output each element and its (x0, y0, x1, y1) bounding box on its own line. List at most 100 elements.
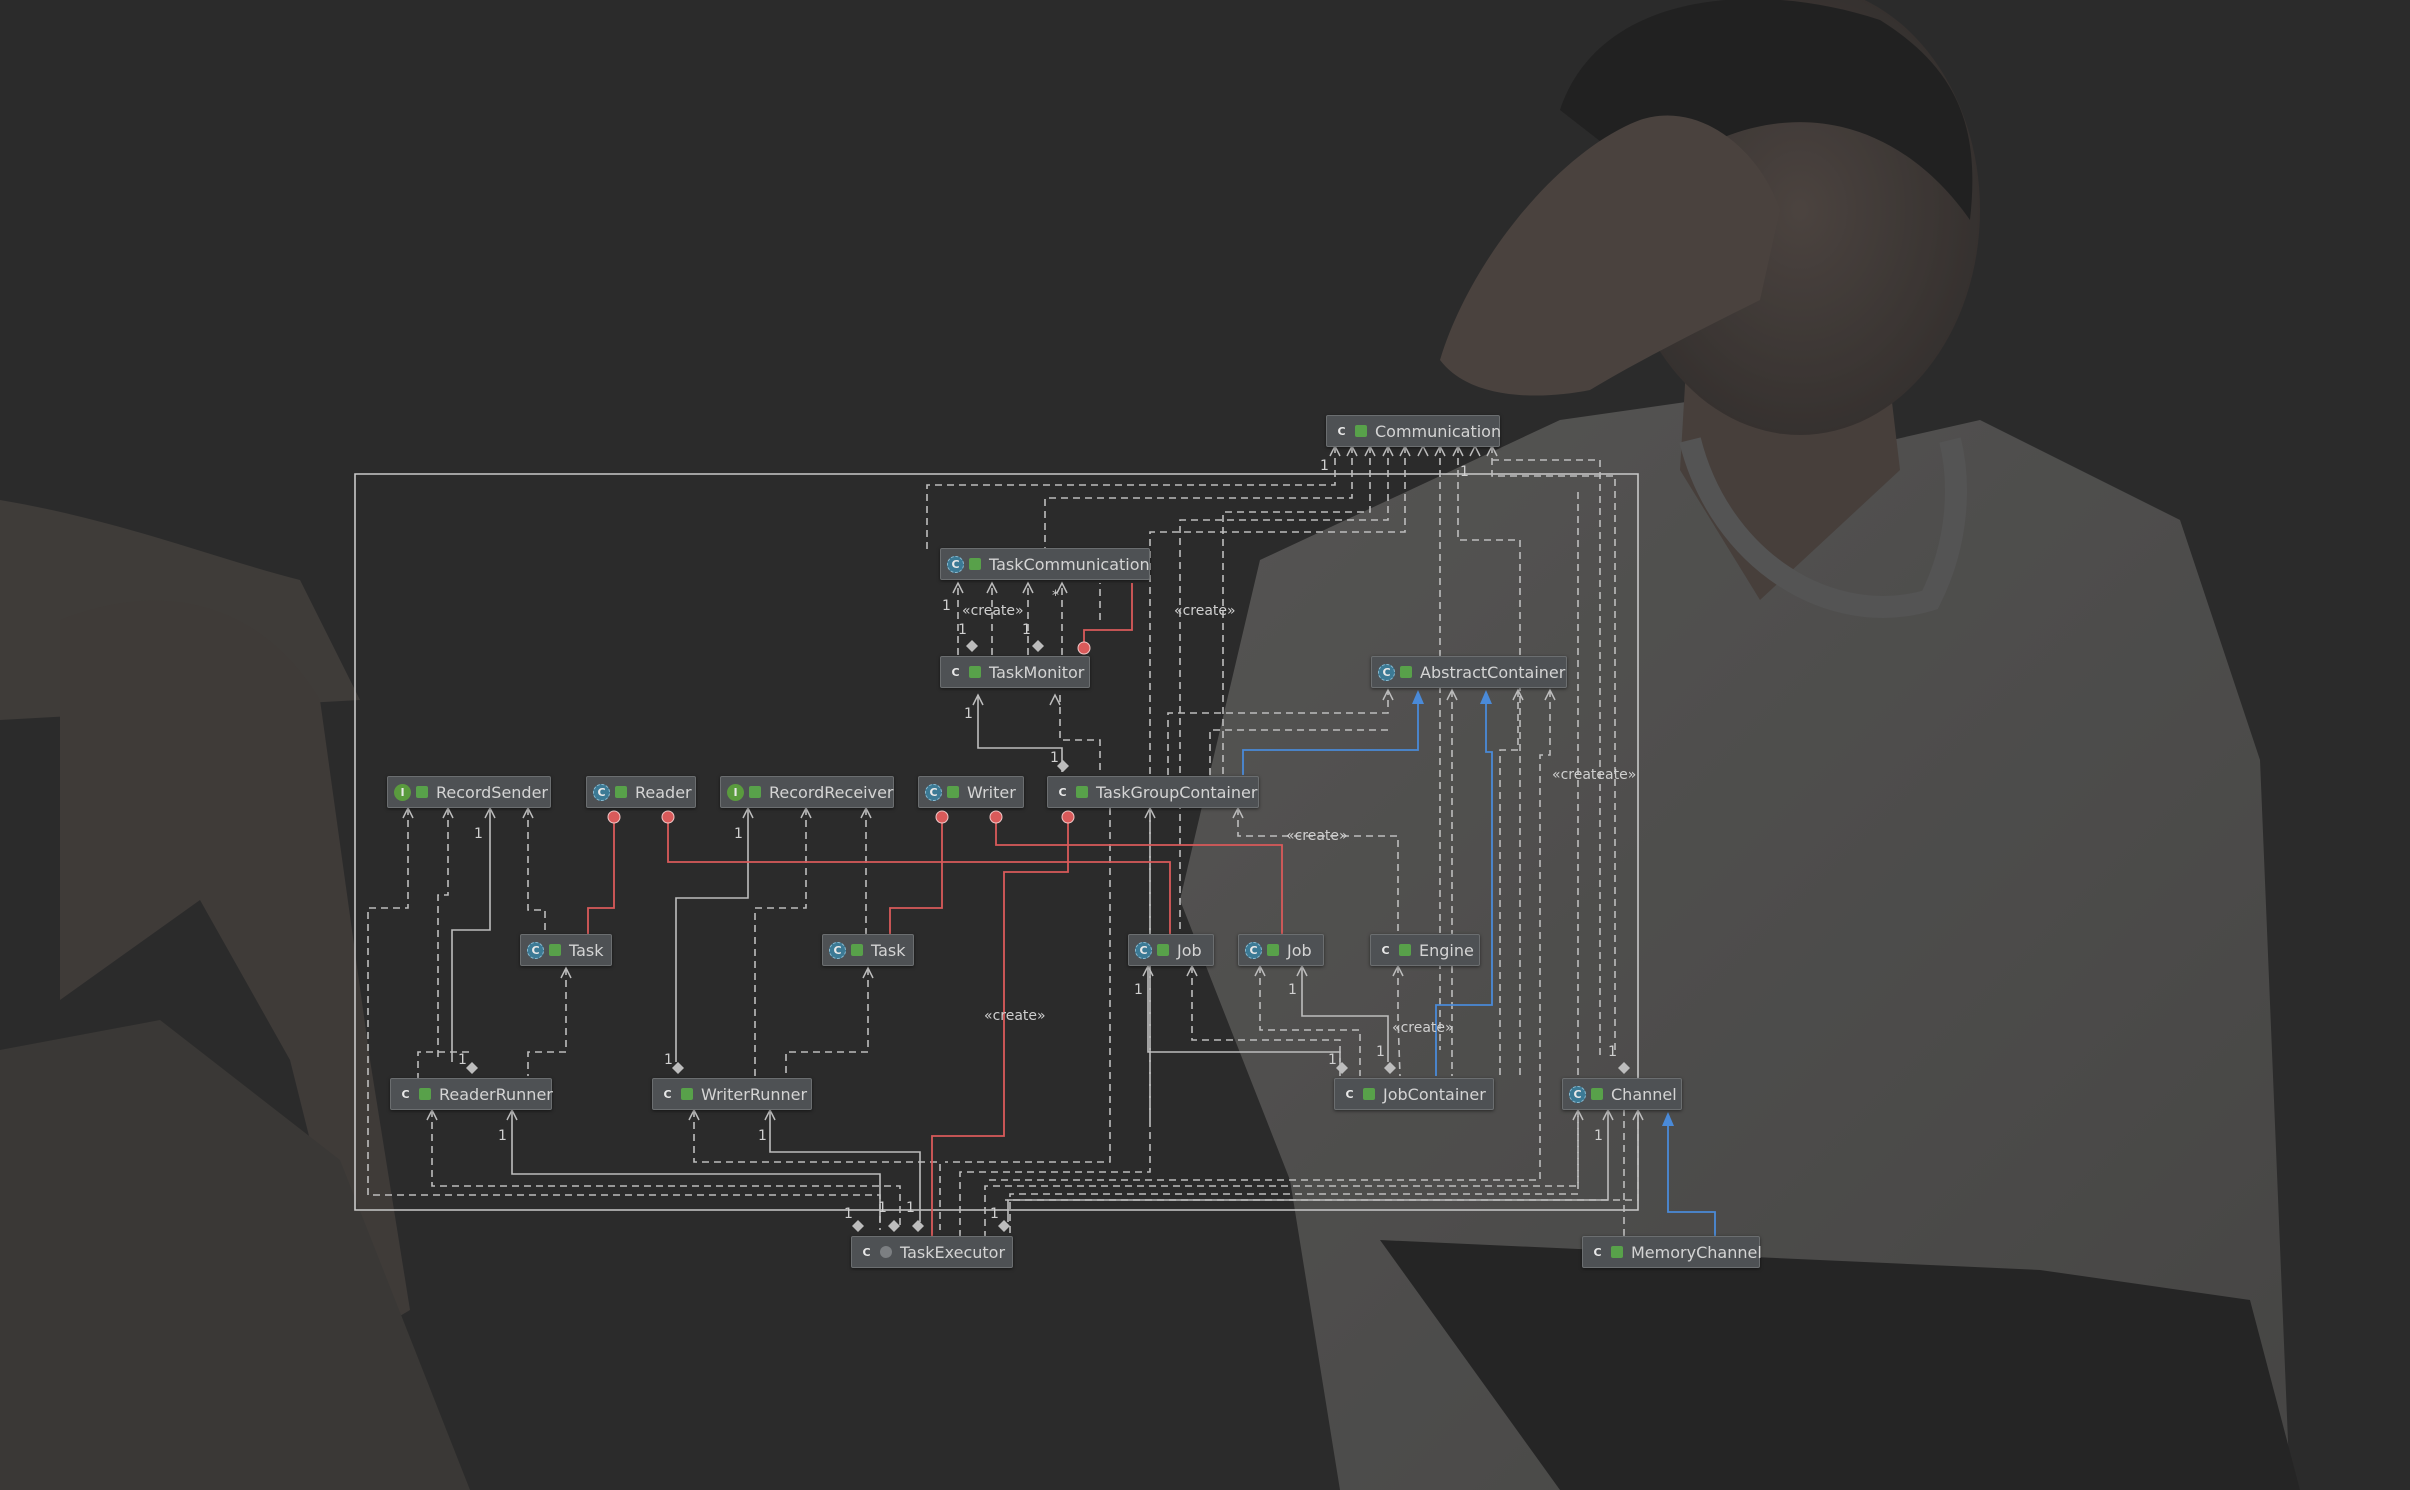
edge-communication-1 (926, 446, 1336, 553)
multiplicity-label: 1 (1328, 1052, 1337, 1068)
multiplicity-label: 1 (958, 622, 967, 638)
arrow-comm-9 (1469, 444, 1481, 457)
edge-writerrunner-exec (769, 1110, 921, 1222)
necklace-shape (1679, 437, 1967, 618)
edge-abstract-jobcontainer-2 (1499, 690, 1519, 1076)
node-label: Reader (635, 782, 692, 802)
edge-communication-2 (1044, 446, 1353, 553)
interface-icon: I (727, 783, 744, 801)
inner-marker-writer-1 (935, 810, 949, 824)
edge-tgc-executor-2 (945, 808, 1111, 1163)
node-task-group-container[interactable]: C TaskGroupContainer (1047, 776, 1259, 808)
arrow-tm-2 (1049, 693, 1061, 706)
arrow-job-2 (1186, 964, 1198, 977)
node-writer-job[interactable]: C Job (1238, 934, 1324, 966)
diamond-taskmonitor-1 (966, 640, 978, 652)
edge-reader-job-inner (667, 817, 1171, 935)
multiplicity-label: 1 (1134, 982, 1143, 998)
edge-readerrunner-executor (431, 1110, 901, 1230)
node-label: TaskMonitor (989, 662, 1085, 682)
node-channel[interactable]: C Channel (1562, 1078, 1682, 1110)
edge-engine-create (1397, 966, 1401, 1077)
node-reader-runner[interactable]: C ReaderRunner (390, 1078, 553, 1110)
edge-jc-inherit-abstract (1435, 698, 1493, 1076)
edge-label-create-taskcomm: «create» (962, 603, 1024, 619)
class-icon: C (663, 1087, 672, 1101)
node-label: TaskGroupContainer (1096, 782, 1258, 802)
node-reader-task[interactable]: C Task (520, 934, 612, 966)
arrow-tgc-1 (1144, 806, 1156, 819)
arrow-tc-1 (952, 581, 964, 594)
class-icon: C (951, 665, 960, 679)
edge-job2-jobcontainer (1259, 966, 1361, 1076)
left-cloth-shape (0, 1020, 470, 1490)
node-record-sender[interactable]: I RecordSender (387, 776, 551, 808)
arrow-rs-2 (442, 806, 454, 819)
node-label: WriterRunner (701, 1084, 808, 1104)
edge-communication-5 (1149, 446, 1406, 1120)
edge-readerrunner-sender-2 (437, 808, 449, 1060)
node-task-monitor[interactable]: C TaskMonitor (940, 656, 1090, 688)
arrow-tc-4 (1056, 581, 1068, 594)
edge-tgc-abstract (1167, 690, 1389, 775)
abstract-class-icon: C (829, 941, 846, 959)
node-reader-job[interactable]: C Job (1128, 934, 1214, 966)
abstract-class-icon: C (1378, 663, 1395, 681)
multiplicity-label: 1 (474, 826, 483, 842)
arrow-job-1 (1142, 964, 1154, 977)
arrow-rr-3 (860, 806, 872, 819)
edge-recvr-writertask (754, 808, 807, 1076)
node-communication[interactable]: C Communication (1326, 415, 1502, 447)
node-task-communication[interactable]: C TaskCommunication (940, 548, 1150, 580)
node-label: RecordSender (436, 782, 548, 802)
edge-recvr-writerrunner (675, 808, 749, 1062)
node-label: Communication (1375, 421, 1502, 441)
edge-writerrunner-task (785, 968, 869, 1076)
node-reader[interactable]: C Reader (586, 776, 696, 808)
arrow-ch-2 (1602, 1108, 1614, 1121)
edge-communication-9 (1492, 459, 1601, 1056)
node-writer[interactable]: C Writer (918, 776, 1024, 808)
node-label: TaskCommunication (989, 554, 1150, 574)
arrow-tm-1 (972, 693, 984, 706)
diamond-tgc (1057, 760, 1069, 772)
pants-shape (1380, 1240, 2300, 1490)
node-engine[interactable]: C Engine (1370, 934, 1480, 966)
public-visibility-icon (1355, 425, 1367, 437)
arrow-ch-1 (1572, 1108, 1584, 1121)
edge-tgc-abstract-2 (1209, 729, 1388, 775)
arrow-wt-1 (862, 966, 874, 979)
node-task-executor[interactable]: C TaskExecutor (851, 1236, 1013, 1268)
node-label: Job (1287, 940, 1312, 960)
class-icon: C (1381, 943, 1390, 957)
node-record-receiver[interactable]: I RecordReceiver (720, 776, 894, 808)
public-visibility-icon (615, 786, 627, 798)
node-label: Engine (1419, 940, 1474, 960)
node-writer-task[interactable]: C Task (822, 934, 914, 966)
multiplicity-label: 1 (1320, 458, 1329, 474)
public-visibility-icon (1363, 1088, 1375, 1100)
edge-job1-jc (1147, 966, 1341, 1062)
node-memory-channel[interactable]: C MemoryChannel (1582, 1236, 1762, 1268)
edge-communication-4 (1179, 446, 1389, 940)
multiplicity-label: 1 (458, 1052, 467, 1068)
public-visibility-icon (1076, 786, 1088, 798)
edge-readerrunner-exec (511, 1110, 881, 1222)
multiplicity-label: 1 (844, 1206, 853, 1222)
edge-reader-task-inner (587, 817, 615, 935)
multiplicity-label: 1 (1460, 464, 1469, 480)
diamond-writerrunner (672, 1062, 684, 1074)
node-job-container[interactable]: C JobContainer (1334, 1078, 1494, 1110)
arrow-rs-1 (402, 806, 414, 819)
interface-icon: I (394, 783, 411, 801)
public-visibility-icon (1400, 666, 1412, 678)
node-writer-runner[interactable]: C WriterRunner (652, 1078, 812, 1110)
executor-frame-edge (354, 473, 1639, 1211)
public-visibility-icon (549, 944, 561, 956)
node-abstract-container[interactable]: C AbstractContainer (1371, 656, 1567, 688)
multiplicity-label: 1 (1022, 622, 1031, 638)
public-visibility-icon (416, 786, 428, 798)
edge-channel-executor (1009, 1110, 1579, 1236)
multiplicity-label: 1 (878, 1200, 887, 1216)
